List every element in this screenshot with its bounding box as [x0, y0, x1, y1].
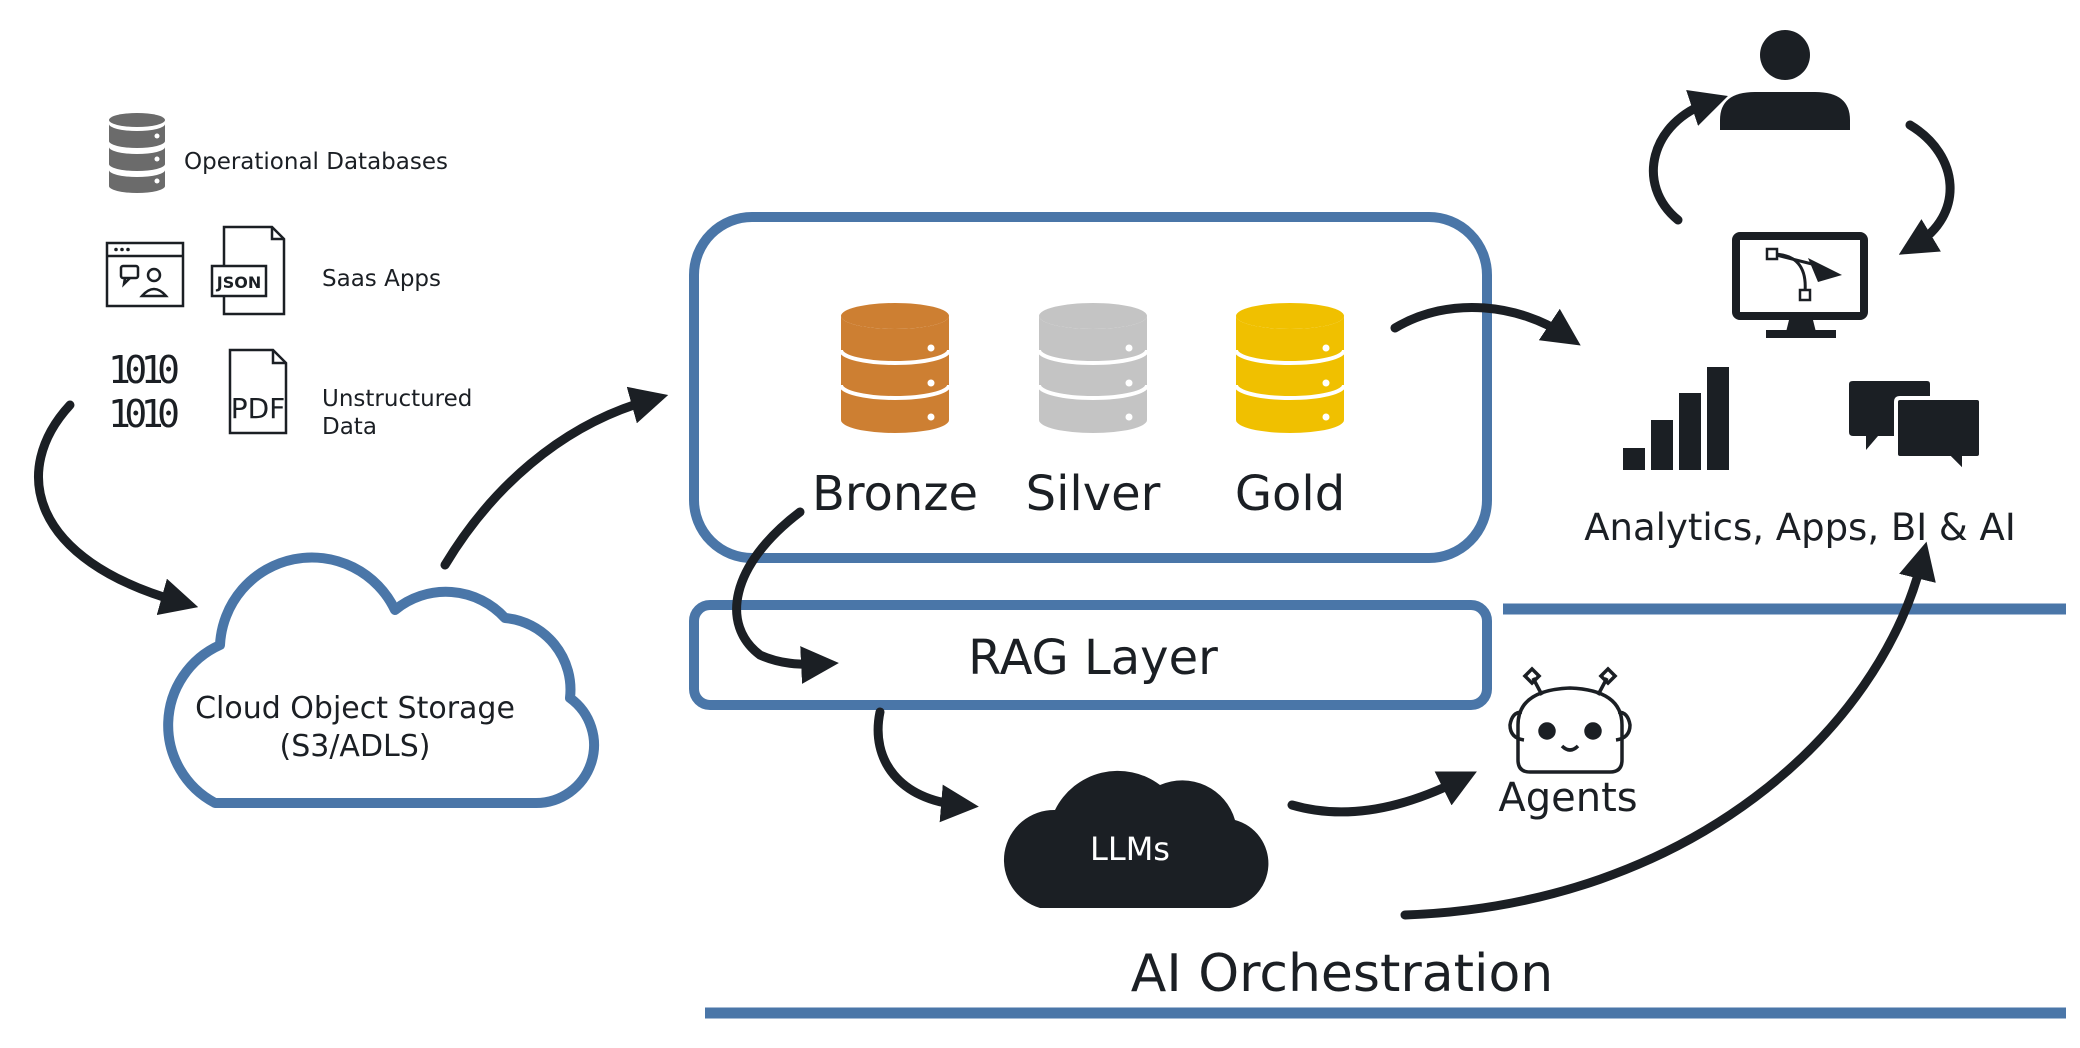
rag-layer-frame: [689, 600, 1492, 710]
agents-label: Agents: [1498, 775, 1637, 821]
gold-database-icon: [1234, 303, 1346, 433]
user-icon: [1720, 30, 1850, 130]
rag-layer-label: RAG Layer: [968, 630, 1218, 686]
arrow-user-to-monitor: [1898, 120, 1955, 255]
operational-databases-source: Operational Databases: [109, 113, 448, 193]
svg-text:1010: 1010: [108, 392, 180, 436]
bar-chart-icon: [1623, 367, 1729, 470]
cloud-object-storage: Cloud Object Storage (S3/ADLS): [163, 552, 600, 809]
bronze-label: Bronze: [812, 466, 978, 522]
unstructured-data-source: 1010 1010 PDF Unstructured Data: [108, 348, 472, 440]
cloud-outline: [163, 552, 600, 809]
monitor-icon: [1732, 232, 1868, 338]
llms-label: LLMs: [1090, 830, 1170, 868]
chat-bubbles-icon: [1849, 381, 1983, 477]
saas-apps-label: Saas Apps: [322, 266, 441, 292]
unstructured-label-line2: Data: [322, 414, 377, 440]
consumers: Analytics, Apps, BI & AI: [1584, 30, 2016, 549]
arrow-sources-to-storage: [34, 400, 199, 616]
robot-icon: [1508, 666, 1632, 774]
agents: Agents: [1498, 666, 1638, 821]
llms-cloud: LLMs: [1003, 770, 1269, 908]
arrow-orchestration-to-consumers: [1400, 541, 1936, 920]
flow-arrows: [34, 90, 1955, 920]
rag-layer: RAG Layer: [689, 600, 1492, 710]
unstructured-label-line1: Unstructured: [322, 386, 472, 412]
gold-label: Gold: [1235, 466, 1345, 522]
arrow-llms-to-agents: [1287, 771, 1477, 817]
silver-database-icon: [1037, 303, 1149, 433]
json-icon-text: JSON: [216, 273, 261, 292]
svg-text:PDF: PDF: [231, 392, 286, 425]
arrow-storage-to-medallion: [440, 386, 669, 570]
svg-text:1010: 1010: [108, 348, 180, 392]
storage-label-line1: Cloud Object Storage: [195, 691, 515, 726]
medallion-architecture: Bronze Silver Gold: [689, 212, 1492, 563]
bronze-database-icon: [839, 303, 951, 433]
silver-label: Silver: [1026, 466, 1161, 522]
web-app-icon: [105, 241, 185, 308]
llms-cloud-shape: [1003, 770, 1269, 908]
binary-icon: 1010 1010: [108, 348, 180, 436]
ai-orchestration-label: AI Orchestration: [1131, 944, 1553, 1004]
arrow-gold-to-consumers: [1390, 302, 1581, 346]
operational-databases-label: Operational Databases: [184, 149, 448, 175]
saas-apps-source: JSON Saas Apps: [105, 225, 441, 316]
arrow-medallion-to-rag: [732, 507, 839, 684]
consumers-label: Analytics, Apps, BI & AI: [1584, 506, 2016, 549]
pdf-file-icon: PDF: [228, 348, 288, 435]
json-file-icon: JSON: [210, 225, 286, 316]
arrow-rag-to-llms: [873, 707, 979, 823]
database-icon: [109, 113, 165, 193]
storage-label-line2: (S3/ADLS): [279, 729, 430, 764]
arrow-monitor-to-user: [1649, 90, 1728, 225]
medallion-frame: [689, 212, 1492, 563]
